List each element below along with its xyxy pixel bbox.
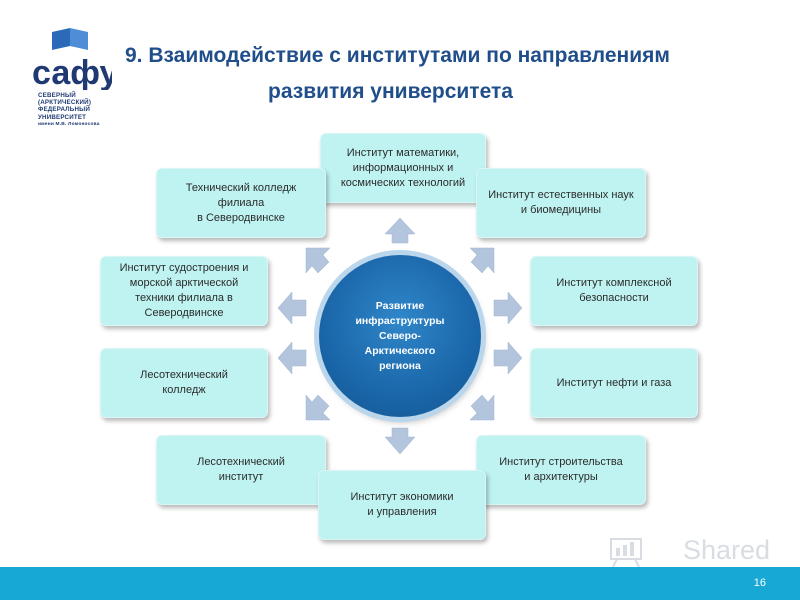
- arrow-left-lower: [277, 341, 307, 375]
- box-forestry-college: Лесотехнический колледж: [100, 348, 268, 418]
- logo-subtitle-line: СЕВЕРНЫЙ: [38, 92, 76, 99]
- center-label: Развитие инфраструктуры Северо- Арктичес…: [355, 299, 445, 372]
- arrow-right-lower: [493, 341, 523, 375]
- arrow-upper-left: [305, 247, 331, 274]
- logo-subtitle-line: УНИВЕРСИТЕТ: [38, 113, 87, 121]
- university-logo: сафу: [30, 28, 119, 95]
- watermark-text: Shared: [683, 535, 771, 565]
- box-natural-sciences-institute: Институт естественных наук и биомедицины: [476, 168, 646, 238]
- logo-subtitle-line: имени М.В. Ломоносова: [38, 121, 100, 127]
- box-economics-management-institute: Институт экономики и управления: [318, 470, 486, 540]
- box-technical-college-severodvinsk: Технический колледж филиала в Северодвин…: [156, 168, 326, 238]
- box-complex-security-institute: Институт комплексной безопасности: [530, 256, 698, 326]
- slide-title-line-2: развития университета: [268, 80, 513, 103]
- arrow-up: [384, 217, 416, 244]
- box-oil-gas-institute: Институт нефти и газа: [530, 348, 698, 418]
- arrow-down: [384, 427, 416, 455]
- page-number: 16: [753, 577, 766, 589]
- arrow-lower-right: [469, 394, 495, 421]
- box-shipbuilding-institute: Институт судостроения и морской арктичес…: [100, 256, 268, 326]
- box-construction-architecture-institute: Институт строительства и архитектуры: [476, 435, 646, 505]
- arrow-right-upper: [493, 291, 523, 325]
- box-math-it-space-institute: Институт математики, информационных и ко…: [320, 133, 486, 203]
- logo-subtitle-line: (АРКТИЧЕСКИЙ): [38, 99, 92, 107]
- arrow-lower-left: [305, 394, 331, 421]
- center-circle: Развитие инфраструктуры Северо- Арктичес…: [319, 255, 481, 417]
- logo-text: сафу: [32, 54, 112, 90]
- slide-title-line-1: 9. Взаимодействие с институтами по напра…: [125, 44, 670, 67]
- arrow-left-upper: [277, 291, 307, 325]
- arrow-upper-right: [469, 247, 495, 274]
- slide-footer-bar: 16: [0, 567, 800, 600]
- presentation-chart-icon: [610, 538, 642, 568]
- logo-mark-icon: сафу: [32, 28, 119, 92]
- logo-subtitle: СЕВЕРНЫЙ (АРКТИЧЕСКИЙ) ФЕДЕРАЛЬНЫЙ УНИВЕ…: [38, 92, 118, 128]
- logo-subtitle-line: ФЕДЕРАЛЬНЫЙ: [38, 106, 91, 114]
- box-forestry-institute: Лесотехнический институт: [156, 435, 326, 505]
